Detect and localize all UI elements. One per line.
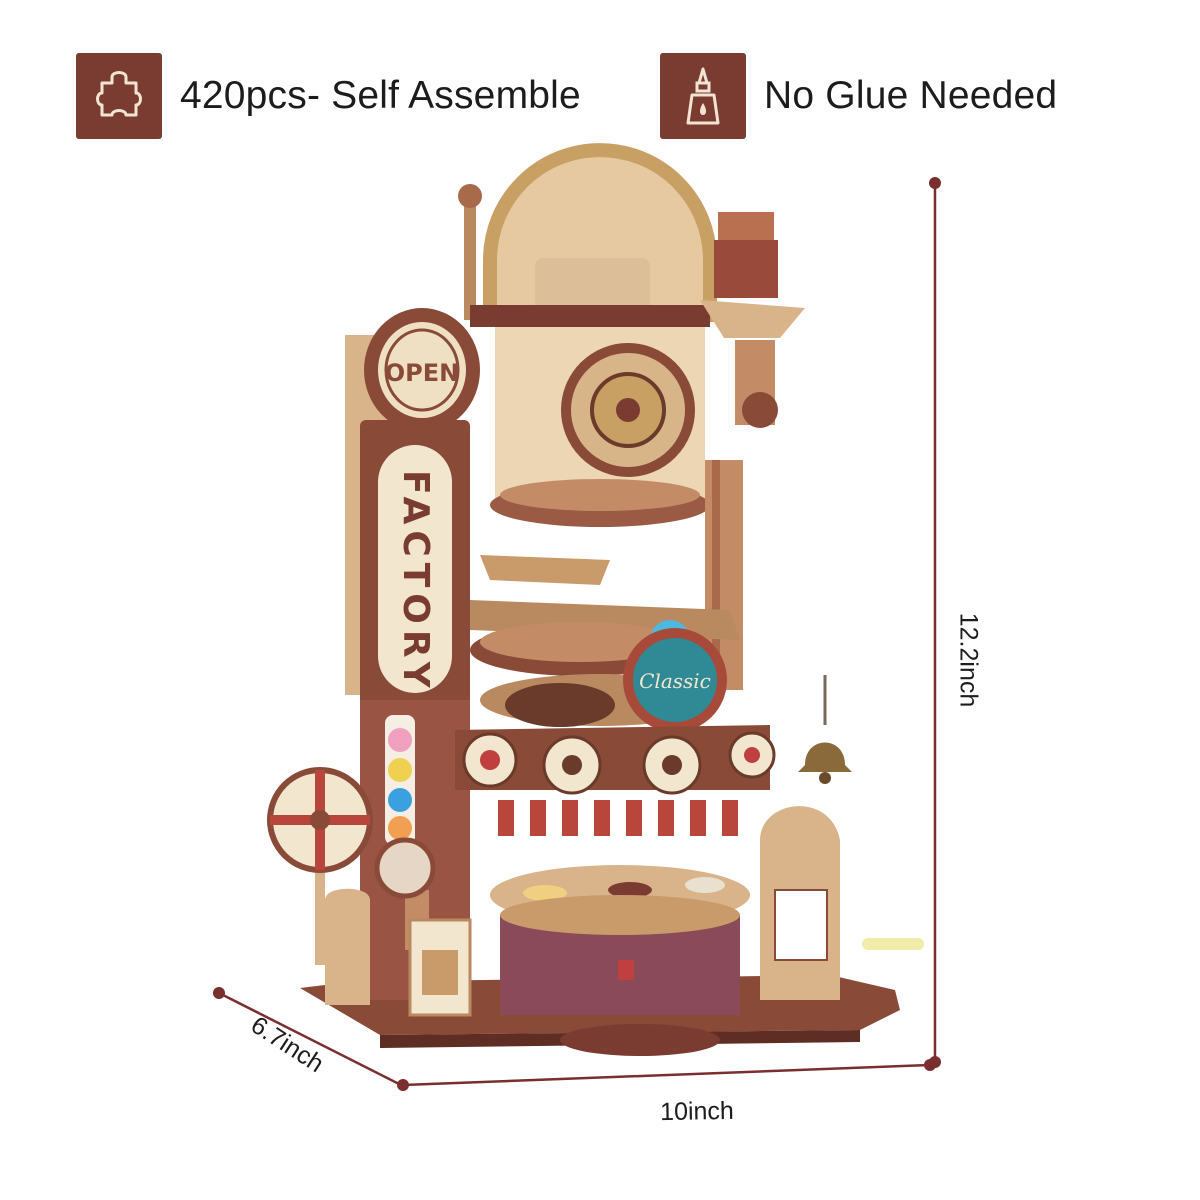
side-booth xyxy=(760,806,924,1030)
pastry-stage xyxy=(490,865,750,1015)
dimension-lines xyxy=(213,177,941,1091)
feature-self-assemble: 420pcs- Self Assemble xyxy=(76,52,581,140)
feature-label: 420pcs- Self Assemble xyxy=(180,74,581,117)
lollipop-icon xyxy=(267,767,373,965)
width-dimension-label: 10inch xyxy=(659,1096,735,1127)
feature-no-glue: No Glue Needed xyxy=(660,52,1057,140)
height-dimension-label: 12.2inch xyxy=(954,612,983,708)
right-tower xyxy=(700,212,805,690)
cake-medallion-ring xyxy=(455,725,776,795)
glue-bottle-icon xyxy=(660,53,746,139)
middle-levels xyxy=(470,555,740,732)
puzzle-piece-icon xyxy=(76,53,162,139)
small-house xyxy=(325,888,472,1017)
bell-icon xyxy=(798,675,852,784)
striped-awning xyxy=(498,800,738,836)
feature-label: No Glue Needed xyxy=(764,74,1058,117)
open-emblem-text: OPEN xyxy=(385,359,459,387)
factory-sign-text: FACTORY xyxy=(395,470,436,694)
classic-badge-text: Classic xyxy=(639,669,711,693)
open-emblem xyxy=(364,308,480,432)
top-machine xyxy=(458,143,717,527)
